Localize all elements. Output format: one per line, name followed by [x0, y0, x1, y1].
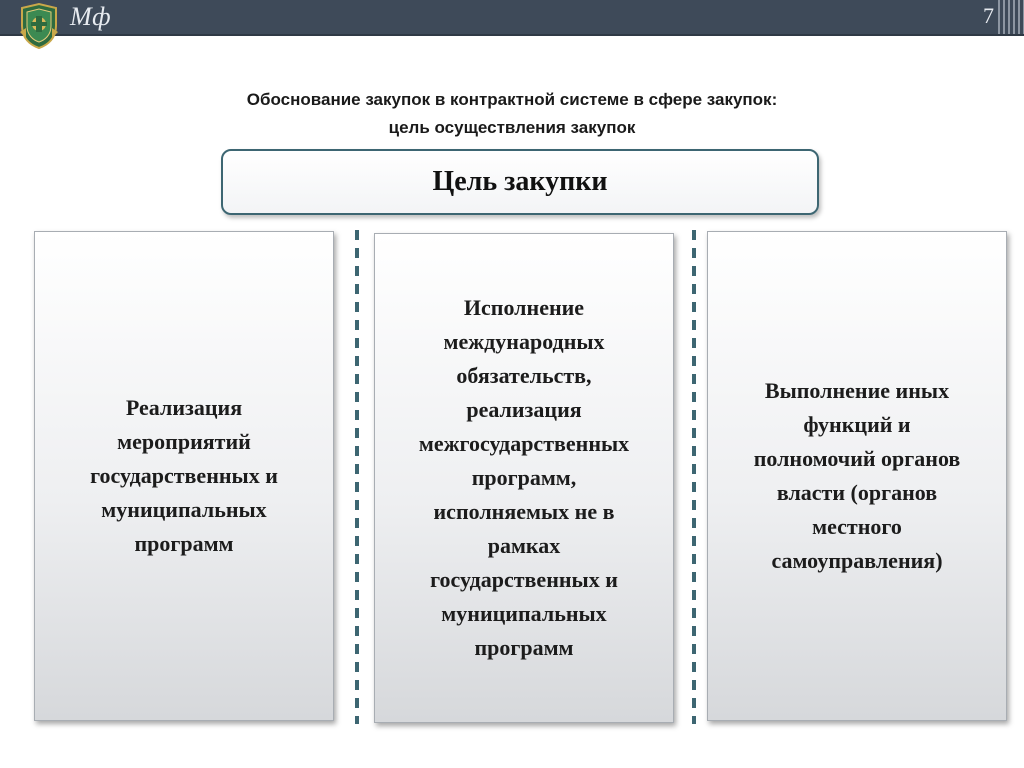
card-programs: Реализация мероприятий государственных и… [34, 231, 334, 721]
card-text: Реализация мероприятий государственных и… [90, 395, 278, 556]
banner-stripes [998, 0, 1024, 34]
card-text: Исполнение международных обязательств, р… [418, 295, 630, 660]
card-international-obligations: Исполнение международных обязательств, р… [374, 233, 674, 723]
slide-title-line-2: цель осуществления закупок [388, 118, 636, 137]
slide-number: 7 [983, 3, 994, 28]
dashed-divider-left [355, 230, 359, 724]
card-text: Выполнение иных функций и полномочий орг… [753, 378, 961, 573]
slide-title: Обоснование закупок в контрактной систем… [0, 86, 1024, 142]
top-banner: Мф 7 [0, 0, 1024, 36]
slide-title-line-1: Обоснование закупок в контрактной систем… [246, 90, 778, 109]
crest-icon [20, 2, 58, 50]
dashed-divider-right [692, 230, 696, 724]
card-other-functions: Выполнение иных функций и полномочий орг… [707, 231, 1007, 721]
goal-box: Цель закупки [221, 149, 819, 215]
brand-logo-text: Мф [70, 2, 112, 31]
goal-label: Цель закупки [432, 166, 608, 197]
